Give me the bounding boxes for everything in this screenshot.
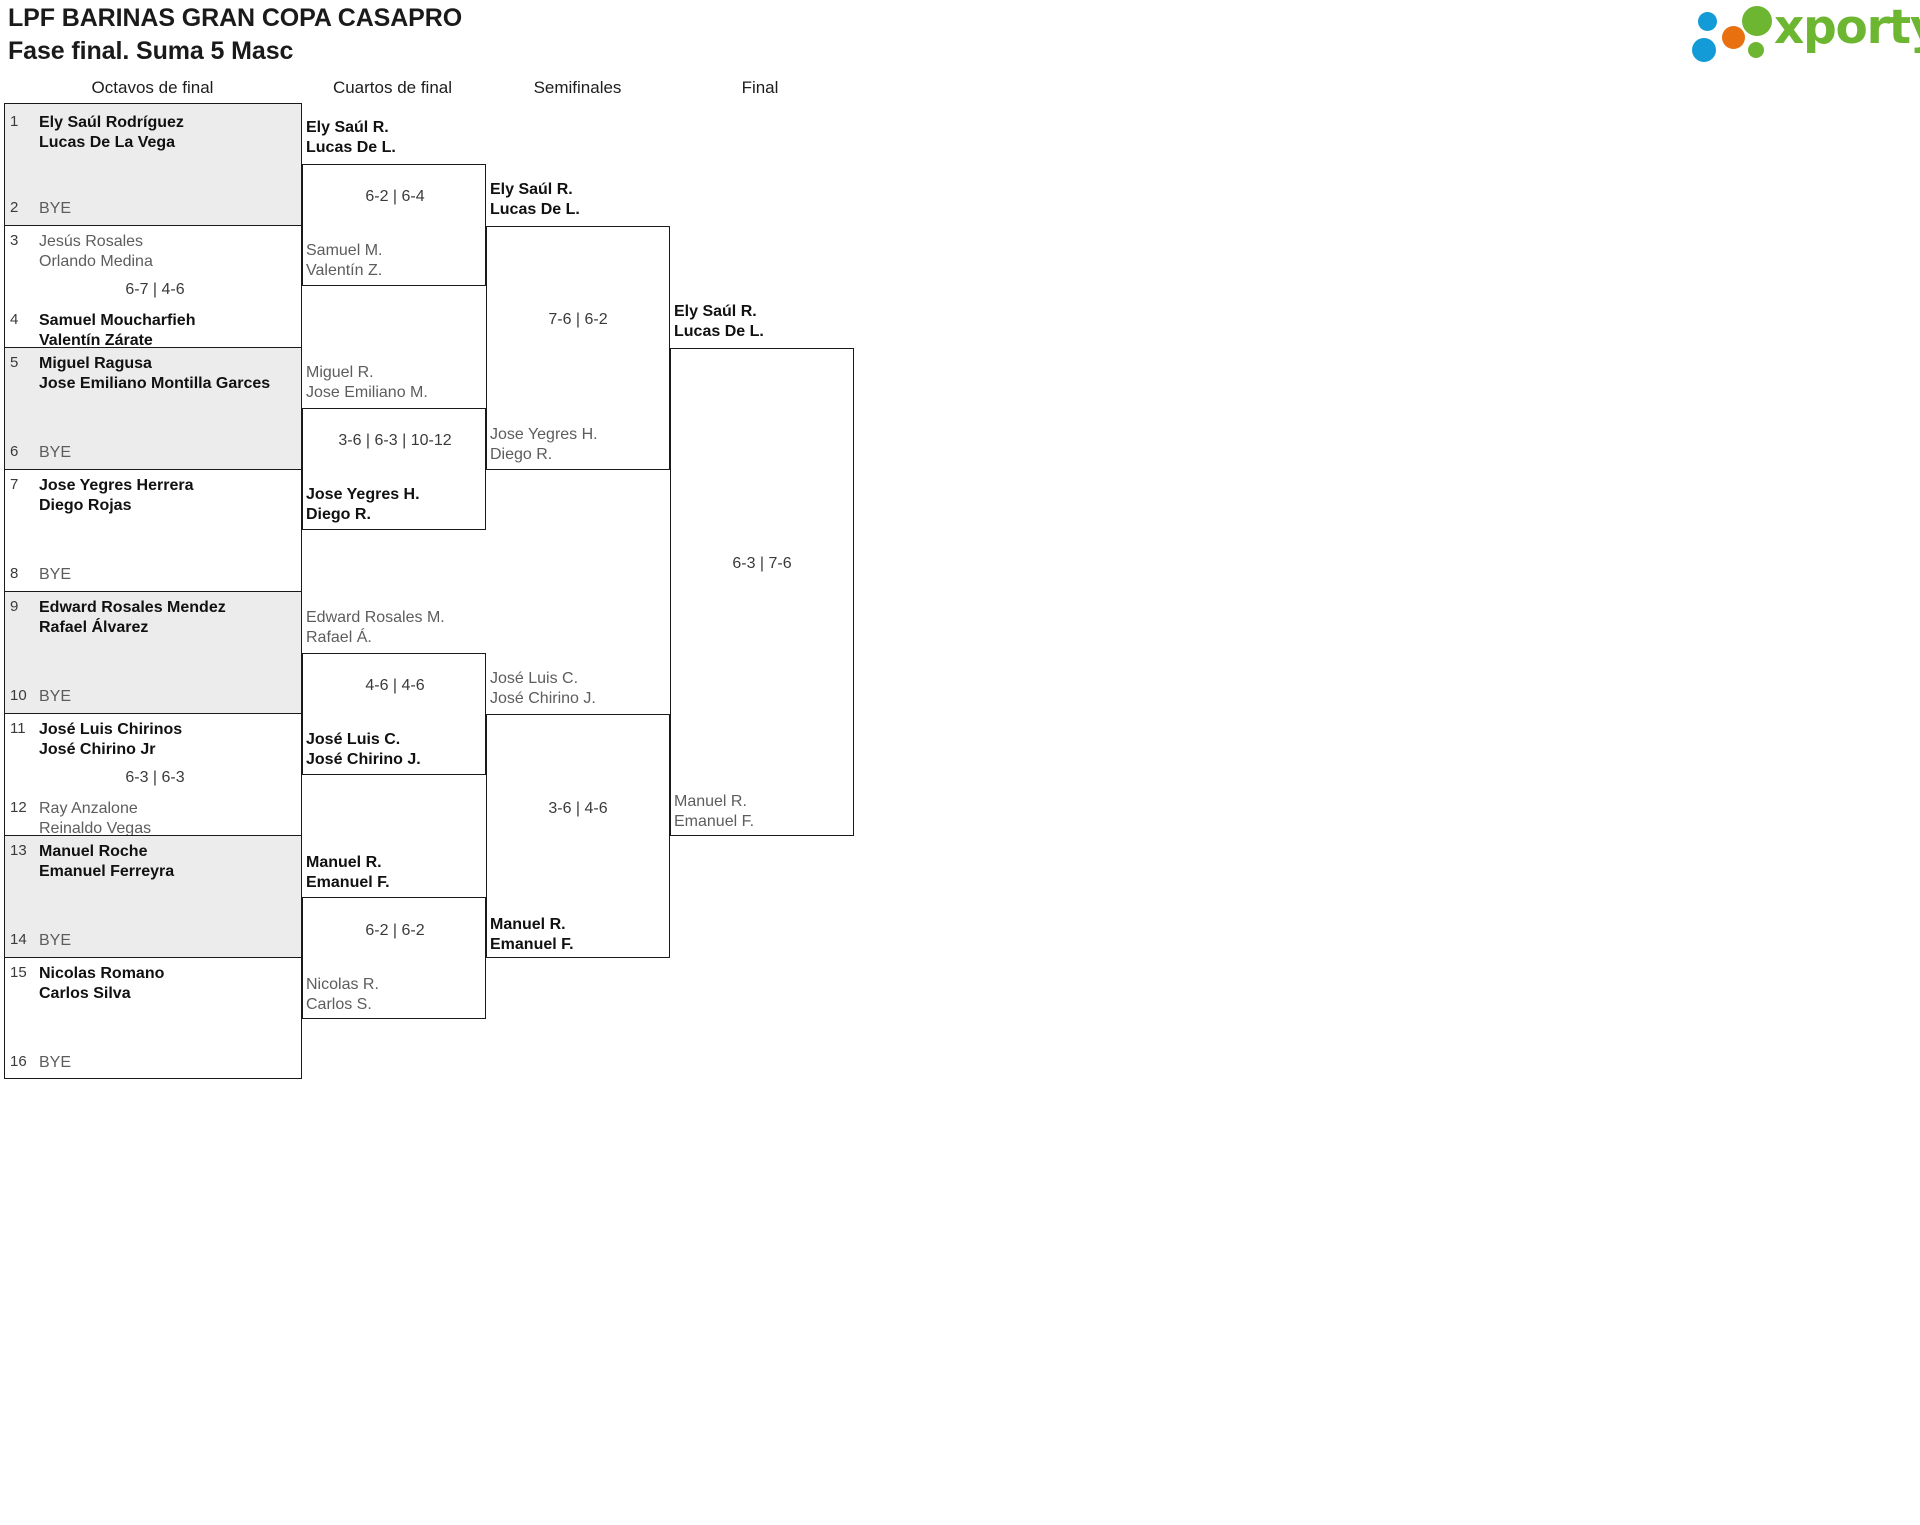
team-names: José Luis Chirinos José Chirino Jr — [39, 721, 183, 759]
r3-match-1-bottom[interactable]: Jose Yegres H. Diego R. — [490, 426, 598, 464]
team-names: Jesús Rosales Orlando Medina — [39, 233, 153, 271]
r4-connector-1 — [670, 348, 854, 836]
round-header-final: Final — [741, 78, 779, 97]
team-names: Jose Yegres Herrera Diego Rojas — [39, 477, 194, 515]
title-line-1: LPF BARINAS GRAN COPA CASAPRO — [8, 4, 463, 32]
r1-match-7[interactable]: 13 Manuel Roche Emanuel Ferreyra 14 BYE — [4, 835, 302, 957]
r1-match-3[interactable]: 5 Miguel Ragusa Jose Emiliano Montilla G… — [4, 347, 302, 469]
seed-number: 7 — [10, 476, 19, 493]
r2-match-3-score: 4-6 | 4-6 — [365, 677, 425, 694]
team-names: Manuel Roche Emanuel Ferreyra — [39, 843, 175, 881]
logo-dots-icon — [1690, 6, 1776, 62]
r4-match-1-score: 6-3 | 7-6 — [732, 555, 792, 572]
seed-number: 8 — [10, 565, 19, 582]
seed-number: 9 — [10, 598, 19, 615]
seed-number: 10 — [10, 687, 27, 704]
r4-match-1-top[interactable]: Ely Saúl R. Lucas De L. — [674, 303, 764, 341]
r2-match-1-top[interactable]: Ely Saúl R. Lucas De L. — [306, 119, 396, 157]
team-names: Edward Rosales Mendez Rafael Álvarez — [39, 599, 226, 637]
r2-match-4-bottom[interactable]: Nicolas R. Carlos S. — [306, 976, 379, 1014]
r2-match-3-top[interactable]: Edward Rosales M. Rafael Á. — [306, 609, 445, 647]
r4-match-1-bottom[interactable]: Manuel R. Emanuel F. — [674, 793, 755, 831]
xporty-logo: xporty — [1690, 0, 1920, 64]
r2-match-2-bottom[interactable]: Jose Yegres H. Diego R. — [306, 486, 420, 524]
r2-match-4-score: 6-2 | 6-2 — [365, 922, 425, 939]
r2-connector-4 — [302, 897, 486, 1019]
r2-match-3-bottom[interactable]: José Luis C. José Chirino J. — [306, 731, 421, 769]
team-names: Ely Saúl Rodríguez Lucas De La Vega — [39, 114, 184, 152]
r3-connector-2 — [486, 714, 670, 958]
team-names: BYE — [39, 932, 72, 949]
r3-match-2-score: 3-6 | 4-6 — [548, 800, 608, 817]
r2-match-4-top[interactable]: Manuel R. Emanuel F. — [306, 854, 390, 892]
team-names: Samuel Moucharfieh Valentín Zárate — [39, 312, 196, 350]
seed-number: 14 — [10, 931, 27, 948]
team-names: Miguel Ragusa Jose Emiliano Montilla Gar… — [39, 355, 271, 393]
seed-number: 4 — [10, 311, 19, 328]
match-score: 6-3 | 6-3 — [125, 769, 185, 786]
seed-number: 13 — [10, 842, 27, 859]
seed-number: 12 — [10, 799, 27, 816]
seed-number: 3 — [10, 232, 19, 249]
team-names: BYE — [39, 444, 72, 461]
seed-number: 16 — [10, 1053, 27, 1070]
seed-number: 6 — [10, 443, 19, 460]
team-names: BYE — [39, 688, 72, 705]
team-names: Ray Anzalone Reinaldo Vegas — [39, 800, 152, 838]
seed-number: 5 — [10, 354, 19, 371]
r2-match-1-bottom[interactable]: Samuel M. Valentín Z. — [306, 242, 383, 280]
seed-number: 1 — [10, 113, 19, 130]
r3-match-2-bottom[interactable]: Manuel R. Emanuel F. — [490, 916, 574, 954]
r3-connector-1 — [486, 226, 670, 470]
r2-connector-1 — [302, 164, 486, 286]
round-header-semifinales: Semifinales — [533, 78, 622, 97]
r3-match-1-score: 7-6 | 6-2 — [548, 311, 608, 328]
seed-number: 15 — [10, 964, 27, 981]
r2-connector-3 — [302, 653, 486, 775]
logo-wordmark: xporty — [1774, 0, 1920, 55]
r3-match-1-top[interactable]: Ely Saúl R. Lucas De L. — [490, 181, 580, 219]
team-names: BYE — [39, 566, 72, 583]
match-score: 6-7 | 4-6 — [125, 281, 185, 298]
seed-number: 2 — [10, 199, 19, 216]
round-header-cuartos: Cuartos de final — [332, 78, 453, 97]
r1-match-1[interactable]: 1 Ely Saúl Rodríguez Lucas De La Vega 2 … — [4, 103, 302, 225]
tournament-title: LPF BARINAS GRAN COPA CASAPRO Fase final… — [8, 2, 462, 68]
r1-match-5[interactable]: 9 Edward Rosales Mendez Rafael Álvarez 1… — [4, 591, 302, 713]
r1-match-2[interactable]: 3 Jesús Rosales Orlando Medina 6-7 | 4-6… — [4, 225, 302, 349]
round-header-octavos: Octavos de final — [91, 78, 214, 97]
team-names: Nicolas Romano Carlos Silva — [39, 965, 165, 1003]
title-line-2: Fase final. Suma 5 Masc — [8, 37, 294, 65]
r1-match-8[interactable]: 15 Nicolas Romano Carlos Silva 16 BYE — [4, 957, 302, 1079]
team-names: BYE — [39, 200, 72, 217]
r2-match-2-score: 3-6 | 6-3 | 10-12 — [338, 432, 452, 449]
r3-match-2-top[interactable]: José Luis C. José Chirino J. — [490, 670, 596, 708]
team-names: BYE — [39, 1054, 72, 1071]
r2-match-1-score: 6-2 | 6-4 — [365, 188, 425, 205]
r1-match-6[interactable]: 11 José Luis Chirinos José Chirino Jr 6-… — [4, 713, 302, 837]
seed-number: 11 — [10, 720, 26, 737]
r2-connector-2 — [302, 408, 486, 530]
r2-match-2-top[interactable]: Miguel R. Jose Emiliano M. — [306, 364, 428, 402]
r1-match-4[interactable]: 7 Jose Yegres Herrera Diego Rojas 8 BYE — [4, 469, 302, 591]
